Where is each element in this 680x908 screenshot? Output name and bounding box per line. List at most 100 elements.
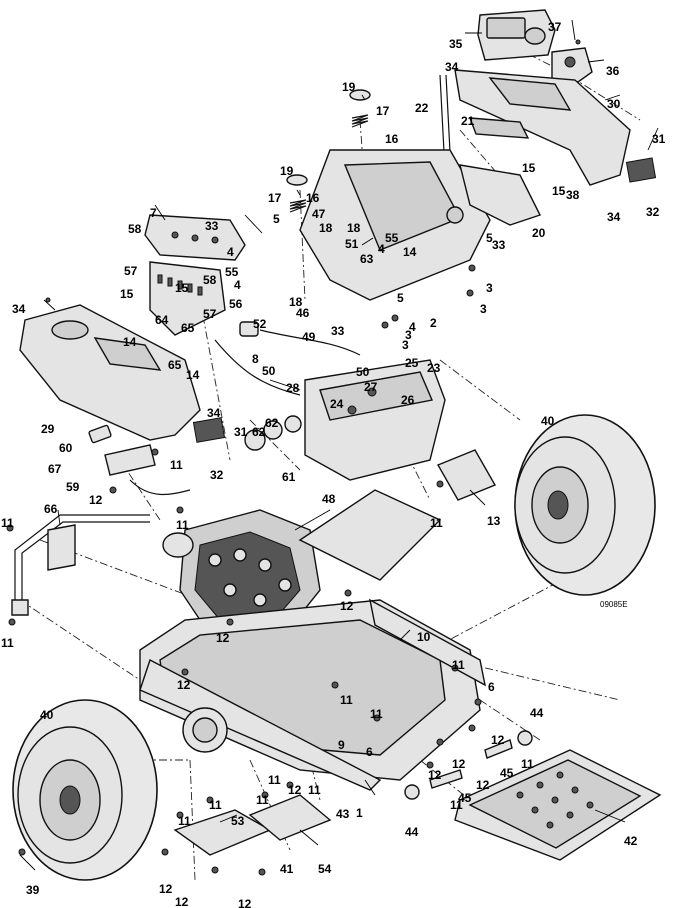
console-top — [477, 9, 593, 83]
callout-33: 33 — [492, 238, 506, 252]
callout-3: 3 — [486, 281, 493, 295]
callout-4: 4 — [378, 242, 385, 256]
callout-44: 44 — [405, 825, 419, 839]
callout-14: 14 — [186, 368, 200, 382]
callout-11: 11 — [1, 636, 14, 650]
callout-2: 2 — [430, 316, 437, 330]
callout-57: 57 — [124, 264, 138, 278]
chassis-upper-frame — [299, 149, 541, 301]
callout-57: 57 — [203, 307, 217, 321]
callout-3: 3 — [402, 338, 409, 352]
callout-12: 12 — [175, 895, 189, 908]
callout-34: 34 — [607, 210, 621, 224]
skid-plates — [173, 794, 332, 856]
callout-15: 15 — [552, 184, 566, 198]
callout-34: 34 — [207, 406, 221, 420]
callout-19: 19 — [342, 80, 356, 94]
bracket-13 — [436, 449, 497, 501]
callout-9: 9 — [338, 738, 345, 752]
callout-8: 8 — [252, 352, 259, 366]
spring-assemblies — [286, 89, 371, 213]
callout-25: 25 — [405, 356, 419, 370]
callout-58: 58 — [203, 273, 217, 287]
callout-11: 11 — [209, 798, 222, 812]
callout-64: 64 — [155, 313, 169, 327]
callout-23: 23 — [427, 361, 441, 375]
callout-65: 65 — [168, 358, 182, 372]
callout-4: 4 — [227, 245, 234, 259]
callout-16: 16 — [306, 191, 320, 205]
callout-21: 21 — [461, 114, 475, 128]
callout-18: 18 — [289, 295, 303, 309]
footrest — [454, 749, 662, 861]
callout-67: 67 — [48, 462, 62, 476]
callout-42: 42 — [624, 834, 638, 848]
callout-6: 6 — [488, 680, 495, 694]
callout-10: 10 — [417, 630, 431, 644]
callout-15: 15 — [120, 287, 134, 301]
callout-11: 11 — [170, 458, 183, 472]
callout-3: 3 — [405, 328, 412, 342]
callout-11: 11 — [1, 516, 14, 530]
callout-12: 12 — [428, 768, 442, 782]
callout-52: 52 — [253, 317, 267, 331]
callout-63: 63 — [360, 252, 374, 266]
axle-pins — [404, 730, 533, 800]
callout-55: 55 — [385, 231, 399, 245]
callout-26: 26 — [401, 393, 415, 407]
callout-5: 5 — [273, 212, 280, 226]
front-wheel — [12, 699, 158, 881]
callout-50: 50 — [356, 365, 370, 379]
callout-3: 3 — [480, 302, 487, 316]
callout-43: 43 — [336, 807, 350, 821]
callout-19: 19 — [280, 164, 294, 178]
callout-40: 40 — [541, 414, 555, 428]
vent-grilles — [192, 157, 657, 443]
callout-15: 15 — [522, 161, 536, 175]
callout-11: 11 — [308, 783, 321, 797]
callout-31: 31 — [652, 132, 666, 146]
control-panel — [144, 214, 246, 336]
callout-17: 17 — [376, 104, 390, 118]
callout-51: 51 — [345, 237, 359, 251]
callout-27: 27 — [364, 380, 378, 394]
callout-53: 53 — [231, 814, 245, 828]
callout-12: 12 — [288, 783, 302, 797]
callout-11: 11 — [178, 814, 191, 828]
drawing-code: 09085E — [600, 600, 628, 609]
callout-12: 12 — [159, 882, 173, 896]
callout-16: 16 — [385, 132, 399, 146]
callout-4: 4 — [409, 320, 416, 334]
callout-11: 11 — [370, 707, 383, 721]
callout-40: 40 — [40, 708, 54, 722]
front-tube-frame — [11, 514, 150, 616]
callout-11: 11 — [450, 798, 463, 812]
front-hood — [19, 304, 201, 441]
engine — [162, 509, 321, 641]
callout-12: 12 — [452, 757, 466, 771]
callout-61: 61 — [282, 470, 296, 484]
callout-6: 6 — [366, 745, 373, 759]
callout-18: 18 — [319, 221, 333, 235]
callout-54: 54 — [318, 862, 332, 876]
callout-41: 41 — [280, 862, 294, 876]
callout-11: 11 — [268, 773, 281, 787]
callout-45: 45 — [500, 766, 514, 780]
callout-45: 45 — [458, 791, 472, 805]
callout-35: 35 — [449, 37, 463, 51]
callout-4: 4 — [234, 278, 241, 292]
callout-11: 11 — [452, 658, 465, 672]
callout-33: 33 — [331, 324, 345, 338]
callout-12: 12 — [216, 631, 230, 645]
callout-17: 17 — [268, 191, 282, 205]
callout-62: 62 — [252, 425, 266, 439]
callout-1: 1 — [356, 806, 363, 820]
callout-12: 12 — [340, 599, 354, 613]
callout-18: 18 — [347, 221, 361, 235]
callout-62: 62 — [265, 416, 279, 430]
callout-56: 56 — [229, 297, 243, 311]
callout-7: 7 — [150, 206, 157, 220]
